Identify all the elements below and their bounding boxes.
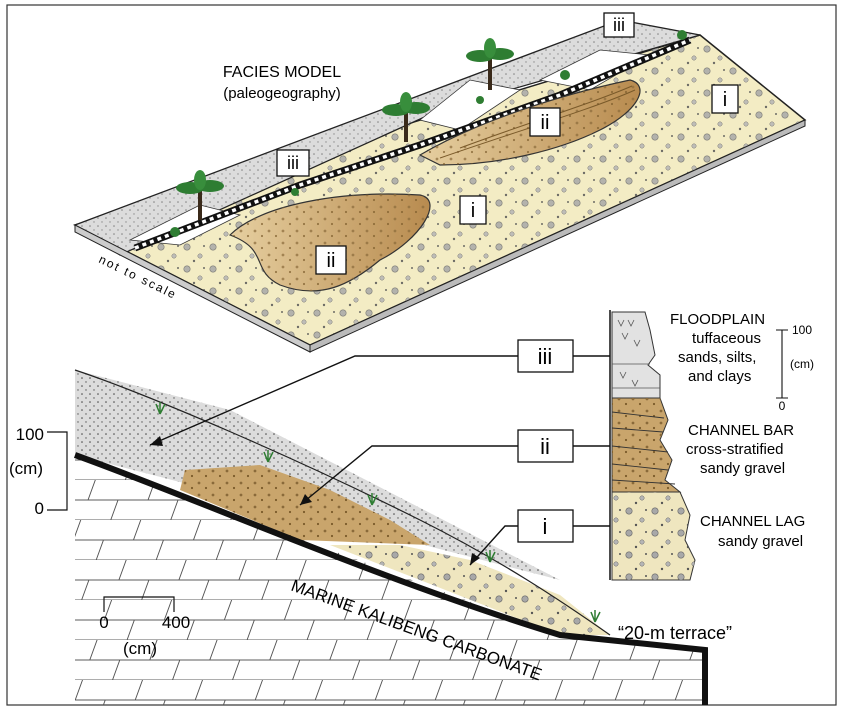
svg-text:100: 100 (792, 323, 812, 337)
stratigraphic-column: 100 (cm) 0 FLOODPLAIN tuffaceous sands, … (609, 310, 814, 581)
block-diagram: FACIES MODEL (paleogeography) not to sca… (73, 12, 807, 353)
diagram-title: FACIES MODEL (223, 64, 341, 81)
channel-bar-title: CHANNEL BAR (688, 422, 794, 439)
svg-text:0: 0 (99, 613, 108, 632)
svg-text:iii: iii (287, 153, 299, 173)
cross-section: MARINE KALIBENG CARBONATE “20-m terrace”… (9, 339, 732, 705)
channel-bar-desc-1: cross-stratified (686, 441, 784, 458)
floodplain-desc-3: and clays (688, 368, 751, 385)
svg-text:iii: iii (538, 344, 553, 369)
vertical-scale: 100 (cm) 0 (9, 425, 68, 518)
arrow-heads (150, 436, 480, 565)
svg-text:ii: ii (540, 434, 550, 459)
floodplain-desc-1: tuffaceous (692, 330, 761, 347)
svg-text:0: 0 (779, 399, 786, 413)
terrace-label: “20-m terrace” (618, 623, 732, 643)
bedrock-contact (73, 452, 708, 705)
marker-iii-section: iii (517, 339, 574, 373)
svg-text:(cm): (cm) (9, 459, 43, 478)
leader-lines (149, 355, 610, 566)
horizontal-scale: 0 400 (cm) (99, 596, 190, 658)
diagram-subtitle: (paleogeography) (223, 85, 341, 102)
svg-text:ii: ii (327, 250, 336, 272)
floodplain-desc-2: sands, silts, (678, 349, 756, 366)
svg-text:i: i (543, 514, 548, 539)
marker-ii-lower: ii (315, 245, 347, 275)
marker-i-center: i (459, 195, 487, 225)
channel-bar-desc-2: sandy gravel (700, 460, 785, 477)
svg-text:400: 400 (162, 613, 190, 632)
svg-text:iii: iii (613, 15, 625, 35)
marker-ii-upper: ii (529, 107, 561, 137)
svg-text:(cm): (cm) (790, 357, 814, 371)
svg-text:i: i (723, 89, 727, 111)
marker-iii-left: iii (276, 149, 310, 177)
svg-text:100: 100 (16, 425, 44, 444)
marker-i-right: i (711, 84, 739, 114)
shrub-icons (170, 30, 687, 237)
palm-tree-icon (176, 170, 224, 220)
channel-lag-desc-1: sandy gravel (718, 533, 803, 550)
palm-tree-icon (382, 92, 430, 142)
marker-ii-section: ii (517, 429, 574, 463)
grass-icons (155, 402, 601, 623)
marker-iii-top-right: iii (603, 12, 635, 38)
floodplain-title: FLOODPLAIN (670, 311, 765, 328)
svg-text:(cm): (cm) (123, 639, 157, 658)
column-scale: 100 (cm) 0 (776, 323, 814, 413)
svg-text:i: i (471, 200, 475, 222)
svg-text:ii: ii (541, 112, 550, 134)
marker-i-section: i (517, 509, 574, 543)
channel-lag-title: CHANNEL LAG (700, 513, 805, 530)
palm-tree-icon (466, 38, 514, 90)
svg-text:0: 0 (35, 499, 44, 518)
